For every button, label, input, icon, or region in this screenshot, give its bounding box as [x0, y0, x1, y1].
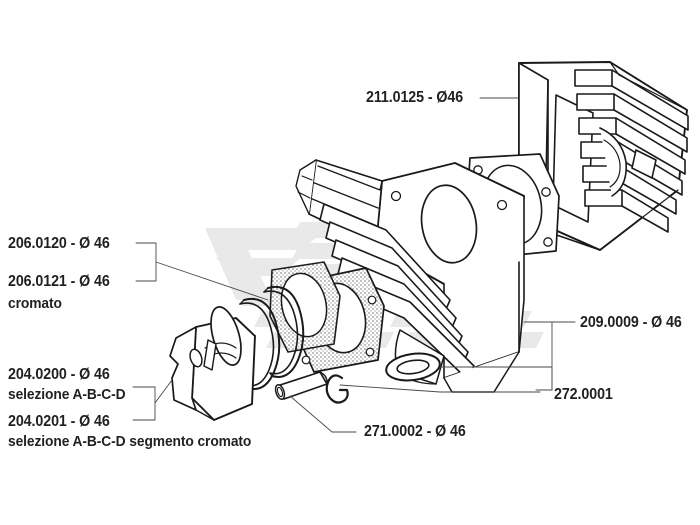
label-wrist-pin: 271.0002 - Ø 46: [364, 423, 466, 440]
leader-gasket-272: [339, 384, 541, 393]
leader-pin: [289, 395, 357, 433]
leader-oring: [439, 366, 553, 391]
leader-piston-bracket: [132, 386, 156, 421]
label-piston-primary-note: selezione A-B-C-D: [8, 386, 126, 403]
label-piston-chrome-note: selezione A-B-C-D segmento cromato: [8, 433, 252, 450]
base-gasket-second-part: [269, 261, 341, 353]
label-cylinder-barrel: 209.0009 - Ø 46: [580, 314, 682, 331]
label-piston-primary: 204.0200 - Ø 46: [8, 366, 110, 383]
label-piston-ring-lower: 206.0121 - Ø 46: [8, 273, 110, 290]
leader-rings-bracket: [135, 242, 157, 282]
piston-part: [169, 306, 256, 421]
cylinder-head-part: [518, 61, 689, 251]
leader-rings-diagonal: [155, 261, 269, 301]
label-cylinder-head: 211.0125 - Ø46: [366, 89, 464, 106]
label-o-ring: 272.0001: [554, 386, 613, 403]
label-piston-chrome: 204.0201 - Ø 46: [8, 413, 110, 430]
leader-piston-line: [154, 379, 173, 404]
label-piston-ring-lower-note: cromato: [8, 295, 62, 312]
circlip-part: [325, 374, 349, 404]
o-ring-seal-part: [385, 352, 441, 382]
label-piston-ring-upper: 206.0120 - Ø 46: [8, 235, 110, 252]
